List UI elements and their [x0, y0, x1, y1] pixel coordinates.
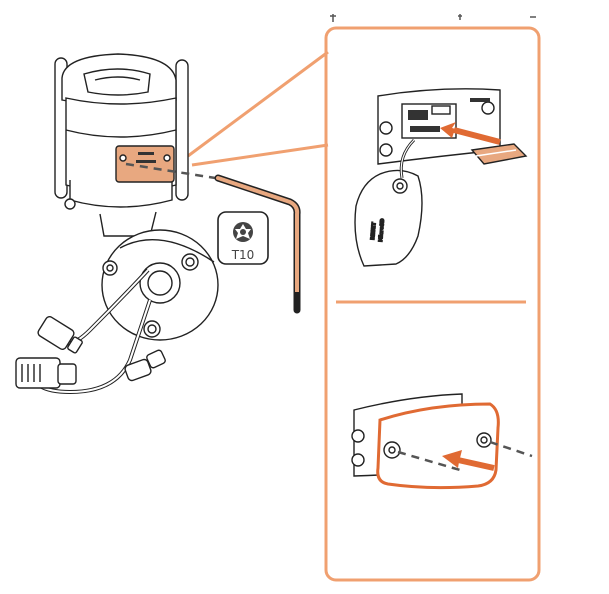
callout-connector-top [187, 50, 329, 158]
torx-key-tool [214, 174, 301, 314]
callout-connector-bottom [191, 143, 329, 167]
cover-close-icon [351, 393, 500, 490]
sd-card-insert-icon: RESET MicroSD [354, 88, 528, 267]
closed-cover [376, 402, 500, 490]
insert-arrow [440, 122, 500, 140]
dc-connector [37, 316, 83, 354]
t10-badge: T10 [217, 211, 269, 265]
hanging-cover [354, 169, 423, 267]
callout-frame [187, 26, 541, 582]
camera-slot-cover [115, 145, 175, 183]
cropped-marks [330, 14, 536, 22]
detail-panel-border [324, 26, 541, 582]
svg-text:RESET: RESET [370, 221, 378, 240]
antenna-right [175, 59, 189, 201]
torx-bit-icon [233, 222, 253, 242]
screw-dashes-right [489, 440, 533, 458]
tool-label: T10 [231, 248, 255, 262]
screw-dashes-left [397, 450, 461, 472]
ethernet-connector [15, 357, 77, 389]
sd-card [470, 143, 528, 165]
camera-illustration [15, 53, 219, 395]
alignment-dashes [125, 162, 229, 182]
svg-text:MicroSD: MicroSD [378, 218, 386, 242]
